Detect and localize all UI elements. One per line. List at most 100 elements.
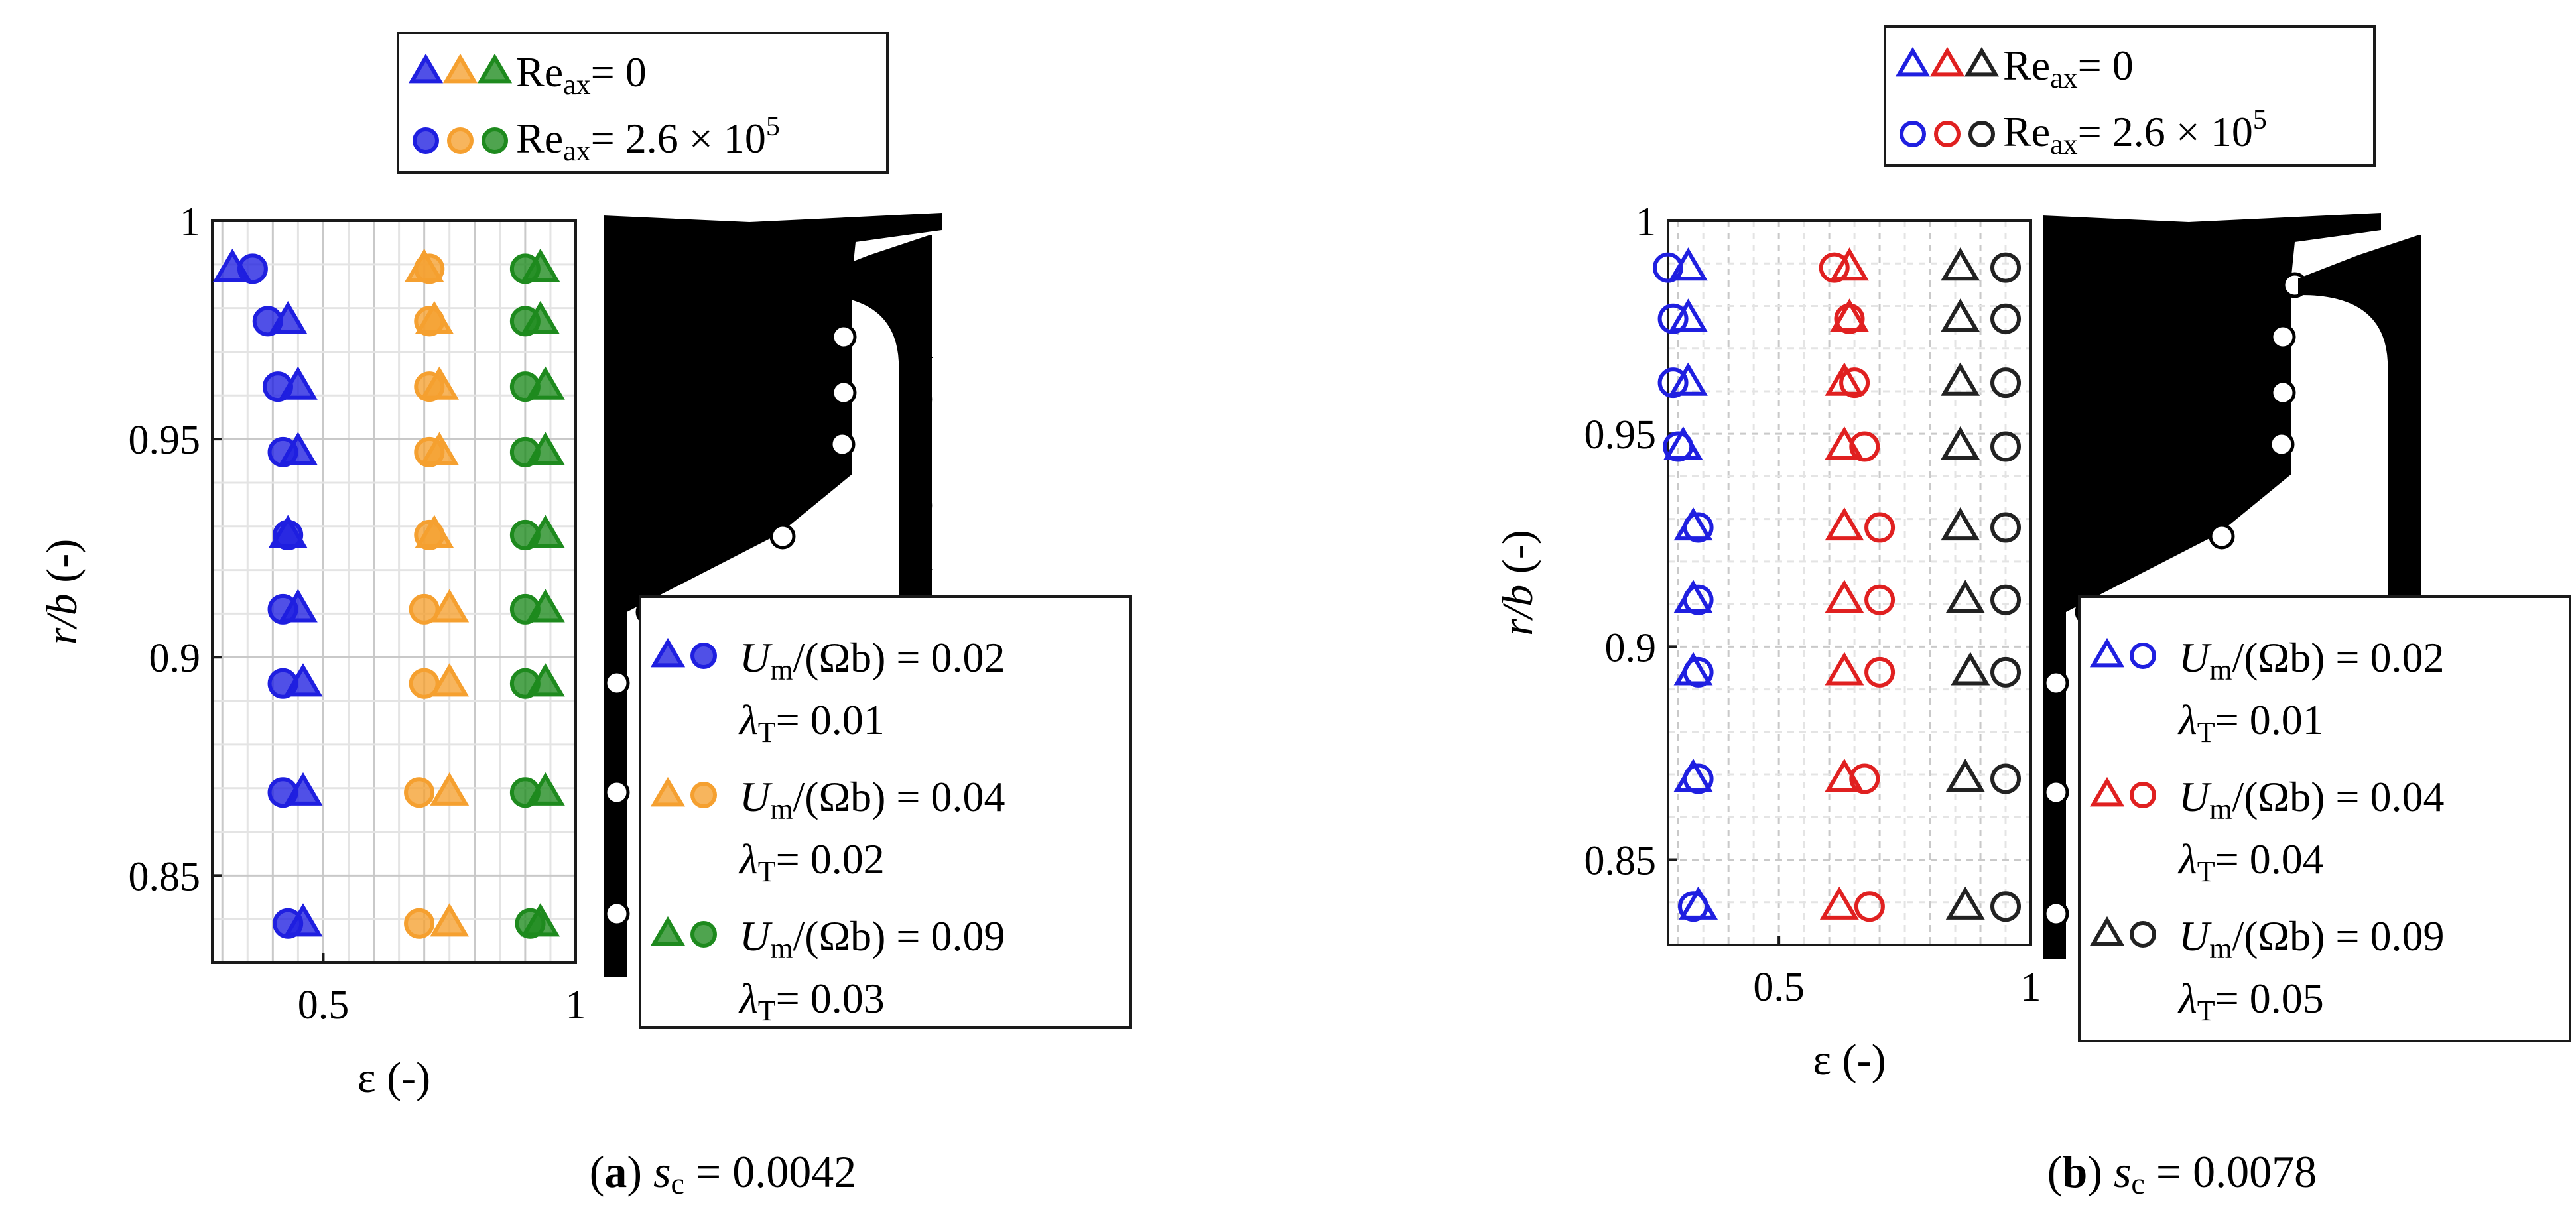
legend-circle-icon bbox=[690, 643, 717, 669]
data-point-triangle bbox=[1819, 886, 1859, 920]
data-point-circle bbox=[414, 519, 445, 550]
data-point-circle bbox=[509, 519, 541, 550]
rotor-shape bbox=[2298, 235, 2421, 643]
data-point-circle bbox=[267, 668, 298, 699]
data-point-circle bbox=[1683, 584, 1714, 615]
grid bbox=[1668, 221, 2031, 945]
legend-circle-icon bbox=[690, 782, 717, 808]
data-point-circle bbox=[1990, 512, 2022, 543]
stator-letter: O bbox=[673, 481, 700, 524]
pressure-tap-marker bbox=[2043, 900, 2069, 927]
data-point-circle bbox=[409, 668, 440, 699]
data-point-circle bbox=[1990, 252, 2022, 283]
y-tick-label: 0.95 bbox=[129, 418, 201, 463]
legend-velocity-label: Um/(Ωb) = 0.09 bbox=[740, 912, 1005, 965]
rotor-letter: R bbox=[909, 326, 933, 366]
legend-velocity-label: Um/(Ωb) = 0.02 bbox=[740, 634, 1005, 686]
data-point-triangle bbox=[1668, 298, 1708, 332]
data-point-circle bbox=[404, 908, 435, 939]
stator-letter: T bbox=[2114, 422, 2137, 465]
stator-letter: T bbox=[675, 306, 698, 349]
data-point-triangle bbox=[1941, 362, 1980, 396]
legend-reynolds-label: Reax= 2.6 × 105 bbox=[2003, 105, 2267, 160]
data-point-triangle bbox=[430, 903, 470, 937]
legend-box bbox=[639, 595, 1132, 1029]
plot-frame bbox=[1667, 219, 2032, 946]
data-marks bbox=[1653, 247, 2022, 922]
y-tick-label: 0.85 bbox=[1584, 839, 1657, 884]
stator-letter: T bbox=[2114, 306, 2137, 349]
data-point-circle bbox=[273, 519, 304, 550]
legend-triangle-icon bbox=[650, 916, 686, 946]
data-point-circle bbox=[1854, 891, 1885, 922]
legend-box bbox=[2078, 595, 2571, 1042]
data-point-triangle bbox=[1941, 247, 1980, 281]
data-point-circle bbox=[509, 593, 541, 625]
legend-circle-icon bbox=[1934, 121, 1961, 147]
stator-shape bbox=[604, 213, 942, 977]
data-point-triangle bbox=[430, 772, 470, 806]
data-point-circle bbox=[1663, 431, 1694, 462]
legend-triangle-icon bbox=[1964, 46, 2000, 77]
pressure-tap-marker bbox=[830, 324, 857, 350]
legend-lambda-label: λT= 0.02 bbox=[738, 835, 885, 888]
data-point-circle bbox=[1839, 367, 1870, 399]
legend-triangle-icon bbox=[1895, 46, 1931, 77]
legend-triangle-icon bbox=[408, 53, 444, 84]
rotor-letter: R bbox=[909, 538, 933, 578]
data-point-circle bbox=[1990, 367, 2022, 399]
data-point-circle bbox=[1683, 656, 1714, 688]
pressure-tap-marker bbox=[2043, 779, 2069, 806]
data-point-circle bbox=[1657, 303, 1689, 334]
data-point-circle bbox=[414, 306, 445, 337]
y-tick-label: 1 bbox=[180, 200, 200, 245]
rotor-letter: R bbox=[2398, 326, 2421, 366]
data-point-circle bbox=[1990, 763, 2022, 794]
data-point-triangle bbox=[1825, 652, 1864, 686]
pressure-tap-marker bbox=[2209, 523, 2235, 550]
pressure-tap-marker bbox=[2270, 379, 2296, 406]
data-point-circle bbox=[1990, 303, 2022, 334]
data-point-circle bbox=[237, 253, 268, 284]
data-point-triangle bbox=[430, 589, 470, 623]
legend-circle-icon bbox=[1968, 121, 1995, 147]
data-point-triangle bbox=[430, 663, 470, 697]
data-point-triangle bbox=[1825, 580, 1864, 613]
data-point-circle bbox=[509, 253, 541, 284]
legend-reynolds-label: Reax= 2.6 × 105 bbox=[516, 111, 780, 167]
legend-triangle-icon bbox=[477, 53, 513, 84]
stator-letter: A bbox=[2112, 364, 2140, 407]
data-point-circle bbox=[1683, 763, 1714, 794]
data-point-circle bbox=[1990, 656, 2022, 688]
rotor-shape bbox=[809, 235, 932, 643]
legend-circle-icon bbox=[2130, 643, 2156, 669]
data-point-triangle bbox=[1941, 426, 1980, 460]
legend-triangle-icon bbox=[1929, 46, 1965, 77]
y-axis-label: r/b (-) bbox=[1494, 530, 1542, 635]
data-point-triangle bbox=[1941, 507, 1980, 541]
data-point-circle bbox=[267, 777, 298, 808]
data-point-circle bbox=[267, 436, 298, 467]
rotor-letter: O bbox=[908, 379, 934, 419]
data-point-circle bbox=[1677, 891, 1708, 922]
stator-letter: T bbox=[675, 422, 698, 465]
legend-reynolds-label: Reax= 0 bbox=[2003, 42, 2134, 94]
data-point-circle bbox=[409, 593, 440, 625]
legend-triangle-icon bbox=[650, 776, 686, 807]
legend-circle-icon bbox=[447, 127, 474, 154]
legend-triangle-icon bbox=[2089, 776, 2125, 807]
data-point-circle bbox=[509, 668, 541, 699]
data-point-circle bbox=[1849, 763, 1880, 794]
data-point-circle bbox=[1864, 656, 1896, 688]
data-point-circle bbox=[515, 908, 546, 939]
x-tick-label: 1 bbox=[2021, 965, 2041, 1010]
stator-letter: S bbox=[676, 247, 697, 290]
data-point-triangle bbox=[1668, 362, 1708, 396]
data-point-circle bbox=[252, 306, 283, 337]
pressure-tap-marker bbox=[830, 379, 857, 406]
data-point-triangle bbox=[1951, 652, 1990, 686]
data-marks bbox=[213, 248, 565, 939]
